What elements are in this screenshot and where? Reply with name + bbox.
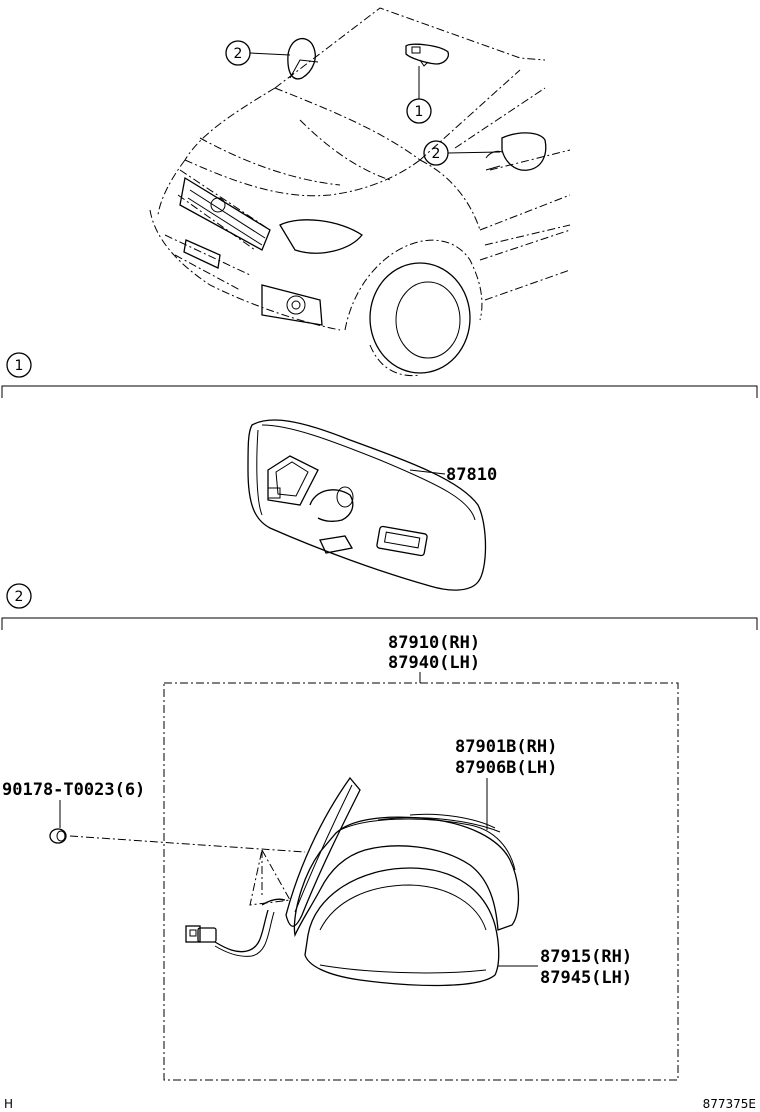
svg-text:1: 1 <box>415 104 424 120</box>
outer-mirror-illustration <box>185 776 520 987</box>
svg-text:87810: 87810 <box>446 465 497 485</box>
footer-left: H <box>4 1097 13 1111</box>
label-87915-87945: 87915(RH) 87945(LH) <box>498 947 632 988</box>
label-screw: 90178-T0023(6) <box>2 780 145 828</box>
assembly-boundary <box>163 682 679 1081</box>
svg-text:1: 1 <box>15 358 24 374</box>
svg-text:87945(LH): 87945(LH) <box>540 968 632 988</box>
screw-leader <box>69 835 306 853</box>
screw-icon <box>49 828 67 844</box>
footer-diagram-code: 877375E <box>703 1097 756 1111</box>
label-87910-87940: 87910(RH) 87940(LH) <box>388 633 480 683</box>
callout-1: 1 <box>406 66 432 124</box>
svg-text:2: 2 <box>15 589 24 605</box>
label-87901B-87906B: 87901B(RH) 87906B(LH) <box>455 737 557 830</box>
svg-text:90178-T0023(6): 90178-T0023(6) <box>2 780 145 800</box>
svg-text:87906B(LH): 87906B(LH) <box>455 758 557 778</box>
svg-text:87915(RH): 87915(RH) <box>540 947 632 967</box>
svg-text:87901B(RH): 87901B(RH) <box>455 737 557 757</box>
vehicle-illustration <box>149 7 571 377</box>
callout-2-right: 2 <box>423 140 501 166</box>
label-87810: 87810 <box>409 465 497 485</box>
svg-text:87940(LH): 87940(LH) <box>388 653 480 673</box>
section-1-header: 1 <box>1 352 758 398</box>
svg-text:87910(RH): 87910(RH) <box>388 633 480 653</box>
svg-text:2: 2 <box>234 46 243 62</box>
callout-2-left: 2 <box>225 40 291 66</box>
inner-mirror-illustration <box>247 419 487 591</box>
section-2-header: 2 <box>1 583 758 630</box>
svg-text:2: 2 <box>432 146 441 162</box>
